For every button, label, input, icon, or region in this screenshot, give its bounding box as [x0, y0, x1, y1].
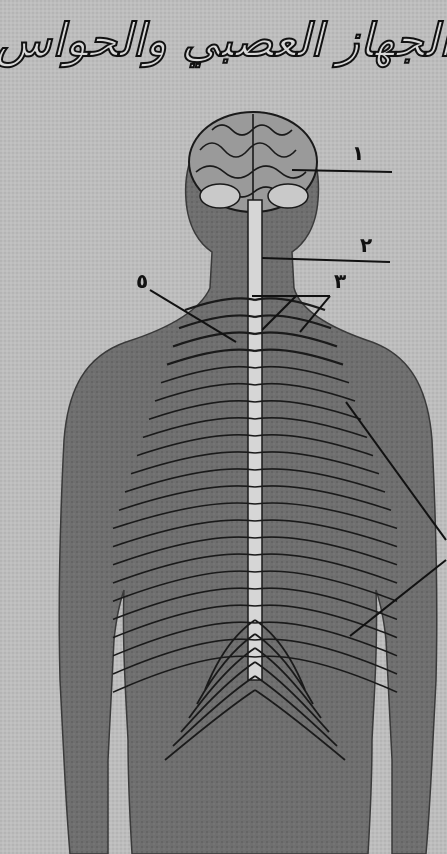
spinal-cord [248, 200, 262, 680]
label-5: ٥ [136, 269, 148, 293]
label-3: ٣ [334, 269, 346, 293]
cerebellum-right [268, 184, 308, 208]
page-title: الجهاز العصبي والحواس [0, 13, 447, 67]
cerebellum-left [200, 184, 240, 208]
label-1: ١ [352, 141, 364, 165]
label-2: ٢ [360, 233, 372, 257]
title-band: الجهاز العصبي والحواس [0, 0, 447, 80]
